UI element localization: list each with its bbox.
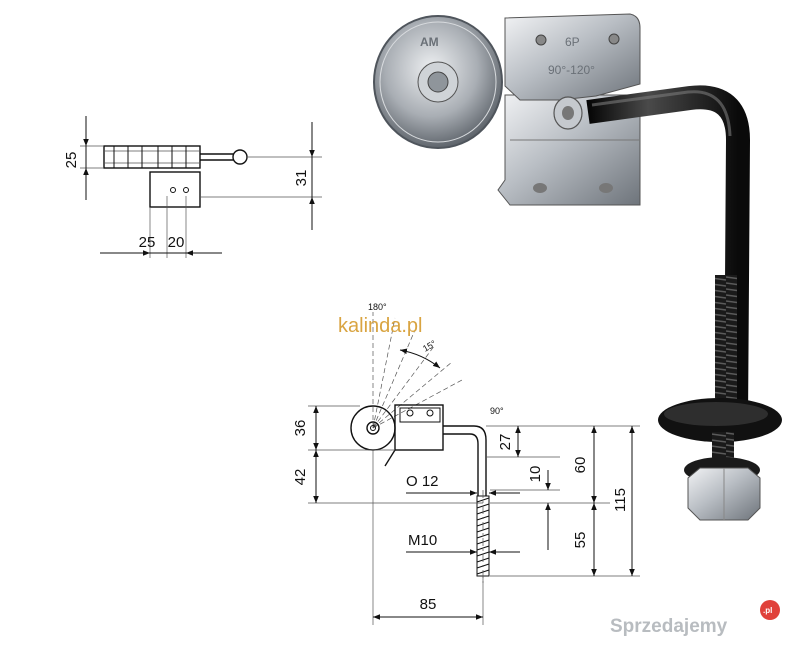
top-view-body — [103, 145, 201, 169]
dim-115-vertical: 115 — [612, 488, 629, 512]
dim-36-vertical: 36 — [292, 420, 309, 437]
site-watermark: kalinda.pl — [338, 315, 423, 337]
thread-m10-label: M10 — [408, 532, 437, 549]
dim-27-vertical: 27 — [497, 434, 514, 451]
top-view-plate — [149, 171, 201, 208]
wheel-logo-mark: AM — [420, 35, 439, 49]
dim-85-horizontal: 85 — [420, 596, 437, 613]
brand-watermark: Sprzedajemy .pl — [610, 600, 780, 637]
diameter-o12-label: O 12 — [406, 473, 439, 490]
dim-31-vertical: 31 — [293, 170, 310, 187]
side-view-drawing: 180° 15° 90° 36 — [292, 302, 640, 625]
angle-180-label: 180° — [368, 302, 387, 312]
side-view-housing — [394, 404, 444, 451]
mounting-plate — [504, 13, 641, 101]
dim-42-vertical: 42 — [292, 469, 309, 486]
plate-range-stamp: 90°-120° — [548, 63, 595, 77]
dim-25-horizontal: 25 — [139, 234, 156, 251]
dim-25-vertical: 25 — [63, 152, 80, 169]
dim-10-vertical: 10 — [527, 466, 544, 483]
rotation-angle-rays — [372, 312, 463, 429]
angle-90-label: 90° — [490, 406, 504, 416]
dim-55-vertical: 55 — [572, 532, 589, 549]
threaded-bolt — [715, 275, 737, 435]
brand-watermark-tld: .pl — [763, 606, 772, 615]
angle-15-label: 15° — [421, 338, 438, 354]
bent-arm — [586, 85, 751, 421]
top-view-knob — [232, 149, 248, 165]
hinge-photo: 6P 90°-120° AM — [373, 13, 782, 521]
top-view-drawing: 25 31 25 20 — [63, 116, 322, 258]
dim-20-horizontal: 20 — [168, 234, 185, 251]
brand-watermark-text: Sprzedajemy — [610, 616, 728, 637]
dim-60-vertical: 60 — [572, 457, 589, 474]
plate-code-stamp: 6P — [565, 35, 580, 49]
